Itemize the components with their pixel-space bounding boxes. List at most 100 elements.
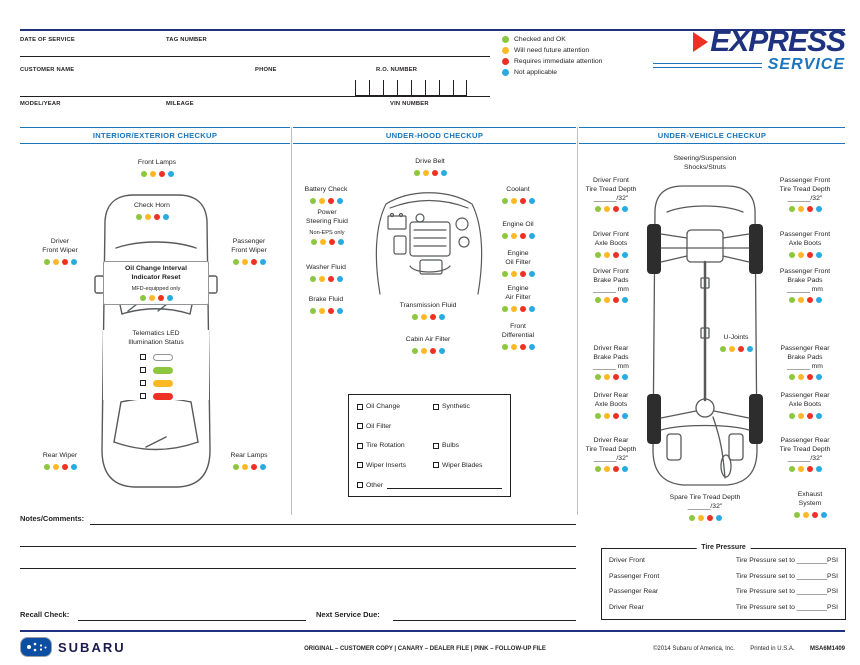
- status-dot-cyan: [259, 258, 266, 265]
- status-dot-green: [788, 374, 795, 381]
- telematics-checkbox[interactable]: [139, 354, 146, 361]
- telematics-checkbox[interactable]: [139, 367, 146, 374]
- tire-pressure-value[interactable]: Tire Pressure set to ________PSI: [735, 557, 838, 565]
- field-line[interactable]: [20, 96, 490, 97]
- status-dot-row[interactable]: [501, 197, 535, 204]
- status-dot-row[interactable]: [140, 170, 174, 177]
- check-item-cabin-air-filter: Cabin Air Filter: [378, 336, 478, 354]
- oil-change-checkbox[interactable]: [357, 403, 363, 410]
- status-dot-cyan: [815, 374, 822, 381]
- telematics-checkbox[interactable]: [139, 393, 146, 400]
- status-dot-row[interactable]: [594, 374, 628, 381]
- status-dot-row[interactable]: [310, 239, 344, 246]
- status-dot-row[interactable]: [793, 511, 827, 518]
- copyright-text: ©2014 Subaru of America, Inc.: [653, 646, 735, 652]
- status-dot-row[interactable]: [501, 305, 535, 312]
- status-dot-row[interactable]: [309, 197, 343, 204]
- check-item-driver-front-wiper: Driver Front Wiper: [27, 238, 93, 265]
- status-dot-row[interactable]: [788, 297, 822, 304]
- oil-filter-checkbox[interactable]: [357, 423, 363, 429]
- status-dot-cyan: [815, 466, 822, 473]
- check-item-label: Cabin Air Filter: [405, 336, 451, 343]
- check-item-passenger-front-brake-pads: Passenger Front Brake Pads ______ mm: [767, 268, 843, 304]
- check-item-label: U-Joints: [723, 334, 749, 341]
- telematics-checkbox[interactable]: [139, 380, 146, 387]
- status-dot-row[interactable]: [411, 313, 445, 320]
- status-dot-cyan: [438, 313, 445, 320]
- status-dot-row[interactable]: [309, 307, 343, 314]
- status-dot-row[interactable]: [43, 258, 77, 265]
- status-dot-row[interactable]: [719, 345, 753, 352]
- status-dot-red: [519, 343, 526, 350]
- notes-line[interactable]: [90, 524, 576, 525]
- status-dot-row[interactable]: [594, 251, 628, 258]
- status-dot-row[interactable]: [788, 374, 822, 381]
- status-dot-row[interactable]: [135, 213, 169, 220]
- bulbs-checkbox[interactable]: [433, 442, 439, 449]
- status-dot-red: [806, 206, 813, 213]
- notes-line[interactable]: [20, 568, 576, 569]
- status-dot-row[interactable]: [232, 258, 266, 265]
- check-item-engine-air-filter: Engine Air Filter: [488, 285, 548, 312]
- other-blank-line[interactable]: [387, 481, 502, 489]
- tag-number-label: TAG NUMBER: [166, 37, 207, 43]
- date-of-service-label: DATE OF SERVICE: [20, 37, 75, 43]
- status-dot-row[interactable]: [594, 412, 628, 419]
- status-dot-row[interactable]: [501, 232, 535, 239]
- tire-pressure-value[interactable]: Tire Pressure set to ________PSI: [735, 588, 838, 596]
- check-item-label: Driver Front Wiper: [42, 238, 78, 254]
- status-dot-row[interactable]: [232, 463, 266, 470]
- status-dot-red: [706, 514, 713, 521]
- next-service-due-line[interactable]: [393, 620, 576, 621]
- other-checkbox[interactable]: [357, 482, 363, 488]
- status-dot-cyan: [820, 511, 827, 518]
- status-dot-row[interactable]: [788, 466, 822, 473]
- recall-check-line[interactable]: [78, 620, 306, 621]
- check-item-label: Steering/Suspension Shocks/Struts: [673, 155, 737, 171]
- status-dot-yellow: [603, 466, 610, 473]
- status-dot-green: [413, 169, 420, 176]
- status-dot-row[interactable]: [411, 347, 445, 354]
- check-item-label: Rear Wiper: [42, 452, 78, 459]
- tire-rotation-checkbox[interactable]: [357, 442, 363, 449]
- wiper-blades-checkbox[interactable]: [433, 462, 439, 468]
- legend-item-immediate: Requires immediate attention: [502, 58, 602, 65]
- check-item-front-differential: Front Differential: [488, 323, 548, 350]
- ro-number-label: R.O. NUMBER: [376, 67, 418, 73]
- status-dot-green: [594, 412, 601, 419]
- tire-position-label: Driver Rear: [609, 603, 644, 611]
- status-dot-yellow: [148, 295, 155, 302]
- status-dot-yellow: [603, 412, 610, 419]
- status-dot-row[interactable]: [594, 297, 628, 304]
- status-dot-red: [429, 347, 436, 354]
- status-dot-row[interactable]: [309, 275, 343, 282]
- status-dot-row[interactable]: [788, 206, 822, 213]
- tire-pressure-value[interactable]: Tire Pressure set to ________PSI: [735, 603, 838, 611]
- synthetic-checkbox[interactable]: [433, 403, 439, 410]
- field-line[interactable]: [20, 56, 490, 57]
- status-dot-row[interactable]: [594, 466, 628, 473]
- status-dot-row[interactable]: [43, 463, 77, 470]
- service-wiper-inserts: Wiper Inserts: [357, 462, 433, 469]
- service-oil-change: Oil Change: [357, 403, 433, 410]
- status-dot-row[interactable]: [139, 295, 173, 302]
- notes-line[interactable]: [20, 546, 576, 547]
- status-dot-row[interactable]: [594, 206, 628, 213]
- status-dot-row[interactable]: [788, 412, 822, 419]
- ro-number-comb-field[interactable]: [355, 80, 467, 96]
- tire-pressure-value[interactable]: Tire Pressure set to ________PSI: [735, 572, 838, 580]
- status-dot-row[interactable]: [788, 251, 822, 258]
- status-dot-row[interactable]: [413, 169, 447, 176]
- check-item-driver-rear-axle-boots: Driver Rear Axle Boots: [579, 392, 643, 419]
- status-dot-row[interactable]: [501, 270, 535, 277]
- status-dot-cyan: [336, 307, 343, 314]
- check-item-driver-rear-brake-pads: Driver Rear Brake Pads ______ mm: [579, 345, 643, 381]
- status-dot-row[interactable]: [688, 514, 722, 521]
- status-dot-yellow: [603, 251, 610, 258]
- check-item-label: Front Lamps: [137, 159, 177, 166]
- status-dot-yellow: [797, 297, 804, 304]
- wiper-inserts-checkbox[interactable]: [357, 462, 363, 468]
- status-dot-row[interactable]: [501, 343, 535, 350]
- status-dot-green: [594, 251, 601, 258]
